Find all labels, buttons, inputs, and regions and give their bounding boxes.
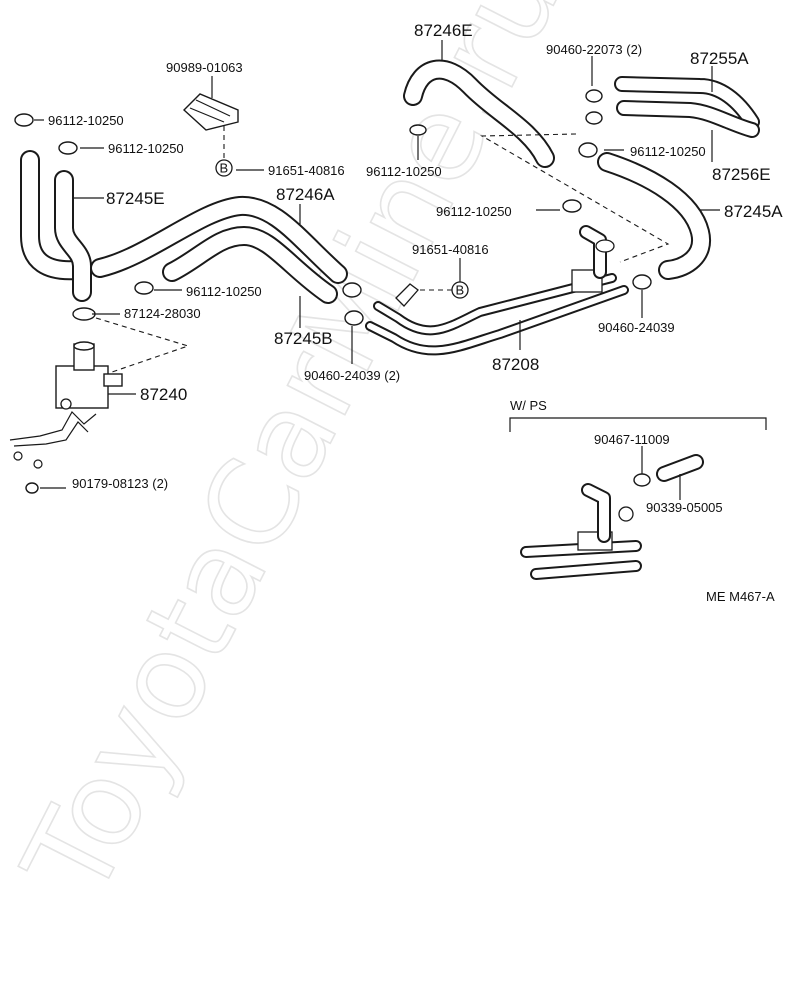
hose-87245A xyxy=(597,152,712,280)
label-87240: 87240 xyxy=(140,385,187,404)
label-90460-24039-2: 90460-24039 (2) xyxy=(304,368,400,383)
label-96112-10250-e: 96112-10250 xyxy=(436,204,512,219)
label-91651-40816-b: 91651-40816 xyxy=(412,242,489,257)
label-96112-10250-a: 96112-10250 xyxy=(48,113,124,128)
label-96112-10250-f: 96112-10250 xyxy=(186,284,262,299)
label-90179-08123: 90179-08123 (2) xyxy=(72,476,168,491)
part-labels: 87246E 90460-22073 (2) 87255A 90989-0106… xyxy=(48,21,783,604)
label-91651-40816-a: 91651-40816 xyxy=(268,163,345,178)
hose-87255A xyxy=(614,76,760,138)
bracket-90989-01063 xyxy=(182,93,239,131)
label-87245B: 87245B xyxy=(274,329,333,348)
hose-87245E xyxy=(20,150,92,302)
hose-clamps xyxy=(14,89,652,494)
hose-87245B xyxy=(162,226,338,304)
dashed-references xyxy=(95,126,670,373)
label-90460-24039: 90460-24039 xyxy=(598,320,675,335)
svg-text:B: B xyxy=(220,161,229,176)
watermark-text: ToyotaCarMine.ru xyxy=(0,0,589,919)
pipe-assembly-87208 xyxy=(365,225,629,356)
label-87245E: 87245E xyxy=(106,189,165,208)
hose-87246A xyxy=(90,195,348,284)
label-90989-01063: 90989-01063 xyxy=(166,60,243,75)
inset-title-w-ps: W/ PS xyxy=(510,398,547,413)
label-96112-10250-d: 96112-10250 xyxy=(366,164,442,179)
reference-code: ME M467-A xyxy=(706,589,775,604)
svg-text:B: B xyxy=(456,283,465,298)
clip-marker-b-2: B xyxy=(451,281,469,299)
label-87255A: 87255A xyxy=(690,49,749,68)
label-87208: 87208 xyxy=(492,355,539,374)
ps-union-assembly xyxy=(520,454,704,580)
label-87246E: 87246E xyxy=(414,21,473,40)
heater-valve-87240 xyxy=(9,341,123,469)
label-90460-22073: 90460-22073 (2) xyxy=(546,42,642,57)
label-87246A: 87246A xyxy=(276,185,335,204)
label-90467-11009: 90467-11009 xyxy=(594,432,670,447)
label-96112-10250-c: 96112-10250 xyxy=(630,144,706,159)
label-96112-10250-b: 96112-10250 xyxy=(108,141,184,156)
label-87124-28030: 87124-28030 xyxy=(124,306,201,321)
clip-marker-b-1: B xyxy=(215,159,233,177)
label-87245A: 87245A xyxy=(724,202,783,221)
label-90339-05005: 90339-05005 xyxy=(646,500,723,515)
leader-lines xyxy=(34,40,767,500)
label-87256E: 87256E xyxy=(712,165,771,184)
